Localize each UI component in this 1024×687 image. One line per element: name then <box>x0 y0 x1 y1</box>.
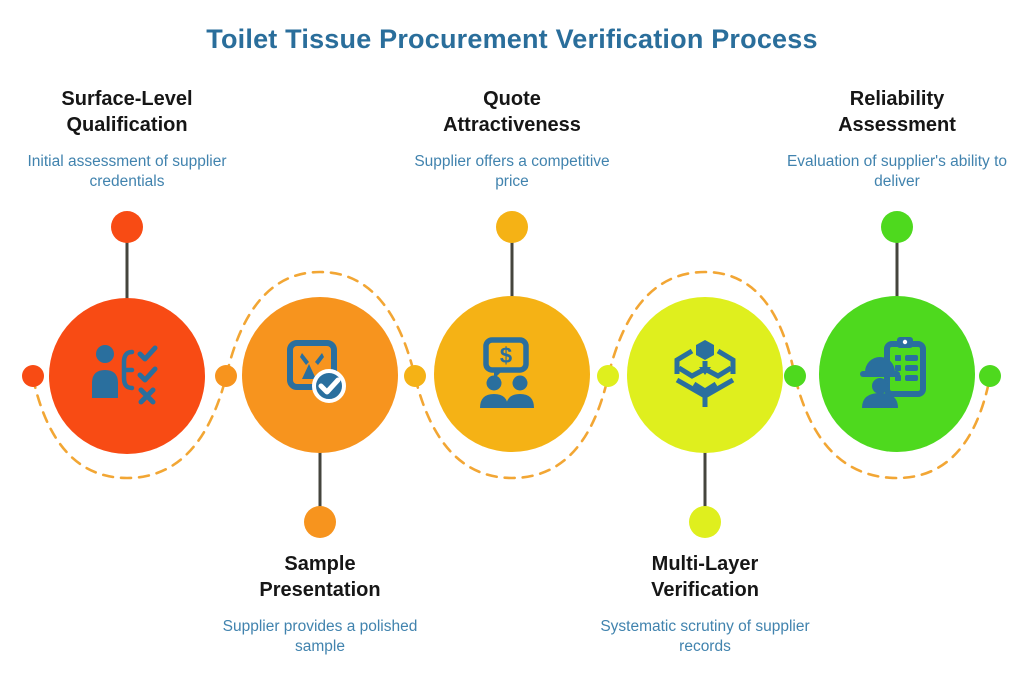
step-4-label: Multi-Layer Verification Systematic scru… <box>585 551 825 658</box>
sample-box-check-icon <box>287 340 346 403</box>
connector-dot-1-2 <box>215 365 237 387</box>
connector-dot-4-5 <box>784 365 806 387</box>
connector-dot-2-3 <box>404 365 426 387</box>
connector-dot-left-edge <box>22 365 44 387</box>
multi-layer-icon <box>674 340 736 407</box>
stem-dot-step-2 <box>304 506 336 538</box>
dashed-connector-path <box>31 270 992 480</box>
connector-dot-right-edge <box>979 365 1001 387</box>
stem-dot-step-5 <box>881 211 913 243</box>
step-2-title: Sample Presentation <box>259 553 381 602</box>
step-1-label: Surface-Level Qualification Initial asse… <box>7 86 247 193</box>
connector-dot-3-4 <box>597 365 619 387</box>
step-5-subtitle: Evaluation of supplier's ability to deli… <box>786 152 1008 191</box>
step-2-subtitle: Supplier provides a polished sample <box>222 617 418 656</box>
step-1-circle <box>49 298 205 454</box>
step-5-label: Reliability Assessment Evaluation of sup… <box>777 86 1017 193</box>
step-3-label: Quote Attractiveness Supplier offers a c… <box>392 86 632 193</box>
step-2-label: Sample Presentation Supplier provides a … <box>200 551 440 658</box>
step-1-title: Surface-Level Qualification <box>61 88 193 137</box>
stem-dot-step-3 <box>496 211 528 243</box>
price-negotiation-icon: $ <box>480 337 534 408</box>
step-3-circle <box>434 296 590 452</box>
step-5-title: Reliability Assessment <box>838 88 956 137</box>
worker-checklist-icon <box>860 337 926 408</box>
stem-lines <box>125 240 899 510</box>
page-title: Toilet Tissue Procurement Verification P… <box>206 24 818 54</box>
person-checklist-icon <box>92 345 158 405</box>
step-3-subtitle: Supplier offers a competitive price <box>414 152 610 191</box>
step-4-subtitle: Systematic scrutiny of supplier records <box>600 617 810 656</box>
dollar-glyph: $ <box>500 343 512 368</box>
stem-dot-step-4 <box>689 506 721 538</box>
step-4-title: Multi-Layer Verification <box>651 553 759 602</box>
step-3-title: Quote Attractiveness <box>443 88 581 137</box>
stem-dot-step-1 <box>111 211 143 243</box>
step-1-subtitle: Initial assessment of supplier credentia… <box>27 152 227 191</box>
